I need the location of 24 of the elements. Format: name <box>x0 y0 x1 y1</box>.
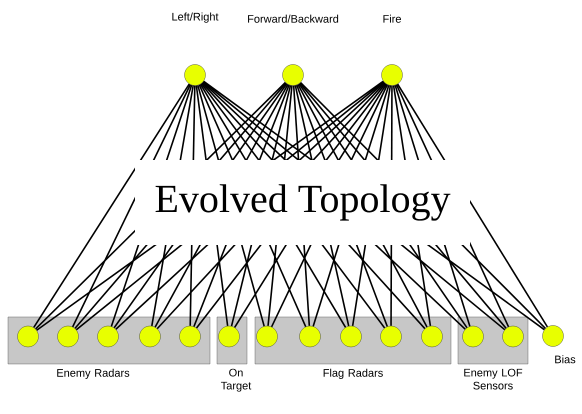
connection-line <box>396 84 548 328</box>
neuron-circle <box>462 326 484 348</box>
neuron-circle <box>57 326 79 348</box>
neuron-circle <box>340 326 362 348</box>
node-label: Enemy LOF Sensors <box>464 368 522 390</box>
neuron-circle <box>256 326 278 348</box>
neuron-circle <box>502 326 524 348</box>
neuron-circle <box>218 326 240 348</box>
neuron-circle <box>421 326 443 348</box>
node-label: Enemy Radars <box>57 368 130 379</box>
node-label: Forward/Backward <box>248 14 338 23</box>
node-label: On Target <box>220 368 252 392</box>
connection-line <box>33 84 190 328</box>
neuron-circle <box>380 326 402 348</box>
neuron-circle <box>139 326 161 348</box>
neuron-circle <box>97 326 119 348</box>
node-label: Bias <box>555 355 576 364</box>
node-label: Fire <box>383 14 401 23</box>
node-label: Left/Right <box>172 12 218 23</box>
title-box: Evolved Topology <box>135 160 470 245</box>
neuron-circle <box>17 326 39 348</box>
neuron-circle <box>299 326 321 348</box>
neuron-circle <box>179 326 201 348</box>
node-label: Flag Radars <box>324 368 383 379</box>
